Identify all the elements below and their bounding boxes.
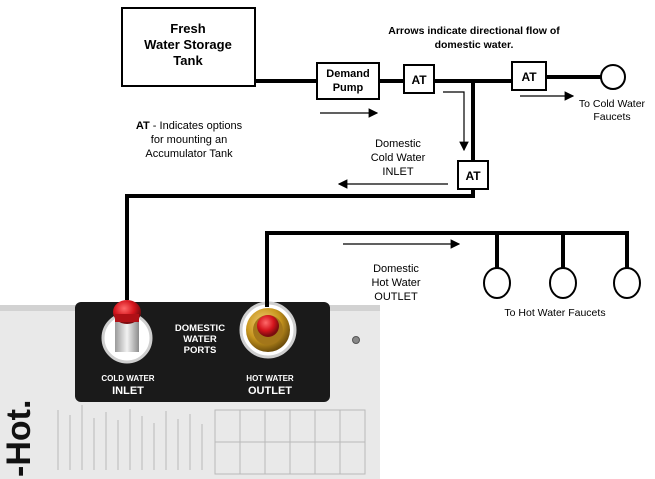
tank-label-line2: Water Storage — [144, 37, 232, 52]
at-note-line2: for mounting an — [151, 134, 227, 146]
hot-port-cap — [257, 315, 279, 337]
hot-outlet-line2: Hot Water — [371, 277, 420, 289]
cold-inlet-line3: INLET — [382, 166, 413, 178]
water-heater-unit: DOMESTIC WATER PORTS COLD WATER INLET HO… — [0, 300, 380, 479]
hot-outlet-line3: OUTLET — [374, 291, 418, 303]
hot-water-faucet-3 — [613, 267, 641, 299]
at-note-line1: AT - Indicates options — [136, 120, 243, 132]
flow-note-line2: domestic water. — [435, 39, 514, 51]
at-note-prefix: AT — [136, 120, 150, 132]
ports-label-line2: WATER — [183, 334, 217, 345]
tank-label-line3: Tank — [173, 53, 203, 68]
hot-water-label: HOT WATER — [246, 374, 294, 383]
fresh-water-tank — [121, 7, 256, 87]
accumulator-tank-3 — [457, 160, 489, 190]
ports-label-line3: PORTS — [184, 345, 217, 356]
at-label-1: AT — [411, 73, 427, 87]
mounting-screw — [352, 336, 360, 344]
cold-inlet-pipe — [125, 187, 475, 300]
cold-inlet-label: INLET — [112, 385, 144, 397]
cold-water-faucet — [600, 64, 626, 90]
pump-label-line1: Demand — [326, 68, 369, 80]
cold-port-fitting — [115, 322, 139, 352]
ports-label-line1: DOMESTIC — [175, 323, 225, 334]
hot-outlet-line1: Domestic — [373, 263, 419, 275]
cold-faucets-line2: Faucets — [593, 111, 630, 123]
at-note-line3: Accumulator Tank — [145, 148, 233, 160]
spec-sticker — [57, 405, 366, 475]
accumulator-tank-1 — [403, 64, 435, 94]
hot-water-faucet-1 — [483, 267, 511, 299]
cold-port-cap-collar — [115, 314, 139, 322]
hot-faucets-label: To Hot Water Faucets — [504, 307, 605, 319]
cold-water-label: COLD WATER — [101, 374, 154, 383]
brand-area: -Hot. — [0, 400, 38, 477]
flow-arrows — [320, 91, 575, 249]
cold-inlet-line1: Domestic — [375, 138, 421, 150]
hot-outlet-label: OUTLET — [248, 385, 292, 397]
flow-arrow-branch — [443, 91, 469, 152]
hot-outlet-pipe — [265, 231, 629, 307]
at-label-3: AT — [465, 169, 481, 183]
tank-label-line1: Fresh — [170, 21, 205, 36]
pipes — [125, 75, 629, 307]
brand-text: -Hot. — [0, 400, 38, 477]
cold-inlet-line2: Cold Water — [371, 152, 426, 164]
at-note-rest: - Indicates options — [150, 120, 243, 132]
accumulator-tank-2 — [511, 61, 547, 91]
hot-water-faucet-2 — [549, 267, 577, 299]
pump-label-line2: Pump — [333, 82, 364, 94]
demand-pump — [316, 62, 380, 100]
flow-note-line1: Arrows indicate directional flow of — [388, 25, 560, 37]
cold-faucets-line1: To Cold Water — [579, 98, 646, 110]
at-label-2: AT — [521, 70, 537, 84]
